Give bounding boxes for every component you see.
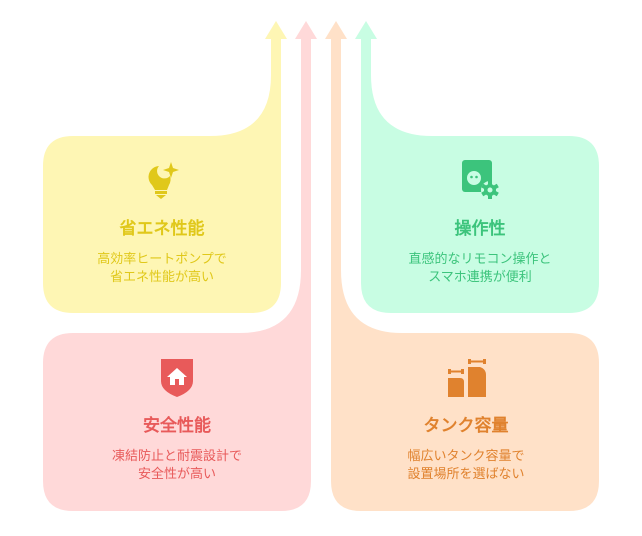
yellow-arrow-shape xyxy=(43,21,287,313)
shield-home-icon xyxy=(161,359,193,397)
card-safety: 安全性能 凍結防止と耐震設計で安全性が高い xyxy=(67,357,287,484)
card-desc-line: 高効率ヒートポンプで xyxy=(97,252,227,267)
card-title: 省エネ性能 xyxy=(119,219,205,239)
pink-arrow-shape xyxy=(43,21,317,511)
card-desc-line: 安全性が高い xyxy=(137,467,216,482)
card-desc-line: 設置場所を選ばない xyxy=(407,467,525,482)
lightbulb-sparkle-icon xyxy=(148,162,179,199)
remote-settings-icon xyxy=(462,160,499,199)
card-operability: 操作性 直感的なリモコン操作とスマホ連携が便利 xyxy=(370,160,590,287)
card-energy: 省エネ性能 高効率ヒートポンプで省エネ性能が高い xyxy=(52,160,272,287)
card-tank: タンク容量 幅広いタンク容量で設置場所を選ばない xyxy=(356,357,576,484)
card-title: タンク容量 xyxy=(423,416,509,436)
card-desc-line: 幅広いタンク容量で xyxy=(407,449,525,464)
tanks-icon xyxy=(448,359,486,397)
card-desc-line: 直感的なリモコン操作と xyxy=(408,252,552,267)
card-desc-line: スマホ連携が便利 xyxy=(428,270,532,285)
card-desc-line: 凍結防止と耐震設計で xyxy=(111,449,242,464)
card-desc-line: 省エネ性能が高い xyxy=(109,270,214,285)
card-title: 安全性能 xyxy=(143,416,211,436)
orange-arrow-shape xyxy=(325,21,599,511)
card-title: 操作性 xyxy=(454,219,506,239)
